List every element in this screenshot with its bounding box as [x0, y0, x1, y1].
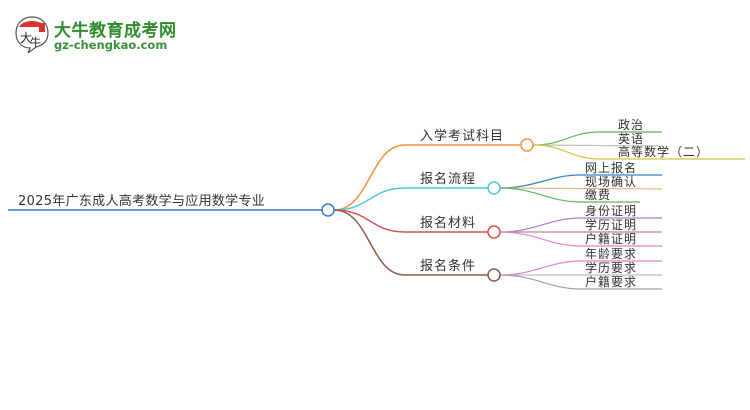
leaf-advanced-math[interactable]: 高等数学（二） — [618, 145, 710, 159]
svg-text:大: 大 — [20, 31, 32, 45]
branch-registration-process[interactable]: 报名流程 — [420, 172, 477, 187]
leaf-english[interactable]: 英语 — [618, 132, 645, 146]
site-logo[interactable]: 大 牛 大牛教育成考网 gz-chengkao.com — [14, 12, 194, 56]
leaf-payment[interactable]: 缴费 — [585, 188, 612, 202]
logo-url: gz-chengkao.com — [54, 38, 168, 52]
leaf-education-requirement[interactable]: 学历要求 — [585, 261, 638, 275]
svg-text:牛: 牛 — [30, 35, 41, 49]
leaf-household-proof[interactable]: 户籍证明 — [585, 232, 638, 246]
leaf-politics[interactable]: 政治 — [618, 118, 645, 132]
leaf-id-proof[interactable]: 身份证明 — [585, 204, 638, 218]
logo-title: 大牛教育成考网 — [54, 21, 177, 41]
branch-registration-materials[interactable]: 报名材料 — [420, 216, 477, 231]
leaf-online-registration[interactable]: 网上报名 — [585, 161, 638, 175]
leaf-education-proof[interactable]: 学历证明 — [585, 218, 638, 232]
leaf-age-requirement[interactable]: 年龄要求 — [585, 247, 638, 261]
branch-registration-conditions[interactable]: 报名条件 — [420, 259, 477, 274]
leaf-onsite-confirmation[interactable]: 现场确认 — [585, 175, 638, 189]
root-node[interactable]: 2025年广东成人高考数学与应用数学专业 — [18, 194, 266, 209]
leaf-household-requirement[interactable]: 户籍要求 — [585, 275, 638, 289]
branch-exam-subjects[interactable]: 入学考试科目 — [420, 129, 505, 144]
niu-logo-icon: 大 牛 — [15, 16, 49, 53]
